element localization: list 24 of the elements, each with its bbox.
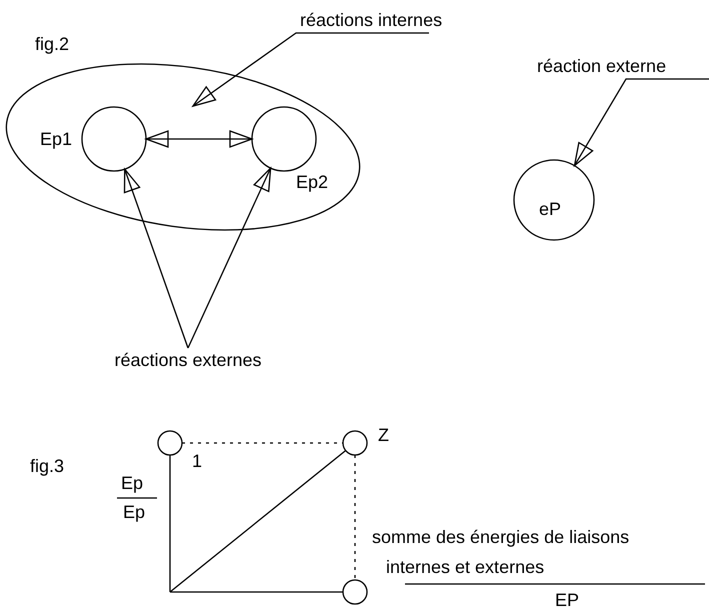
fraction-numerator: somme des énergies de liaisons internes et externes xyxy=(372,526,630,579)
double-arrow xyxy=(145,130,253,148)
figure-label: fig.3 xyxy=(30,455,64,477)
fraction-numerator: Ep xyxy=(121,472,144,494)
line xyxy=(169,455,171,592)
leader-line xyxy=(124,168,189,348)
particle-label: eP xyxy=(539,198,562,220)
point-label: 1 xyxy=(192,450,202,472)
dotted-line xyxy=(354,455,356,580)
dotted-line xyxy=(182,442,343,444)
leader-line xyxy=(187,167,272,348)
leader-line xyxy=(574,78,709,166)
fraction-denominator: Ep xyxy=(123,501,146,523)
line xyxy=(170,591,343,593)
point-label: Z xyxy=(378,424,389,446)
figure-label: fig.2 xyxy=(35,33,70,55)
particle-label: Ep1 xyxy=(40,128,72,150)
callout-text: réaction externe xyxy=(537,54,709,79)
callout-text: réactions internes xyxy=(300,8,472,33)
line xyxy=(170,450,346,592)
callout-text: réactions externes xyxy=(88,348,288,372)
fraction-denominator: EP xyxy=(555,589,580,611)
particle-label: Ep2 xyxy=(296,171,328,193)
leader-line xyxy=(192,32,429,107)
